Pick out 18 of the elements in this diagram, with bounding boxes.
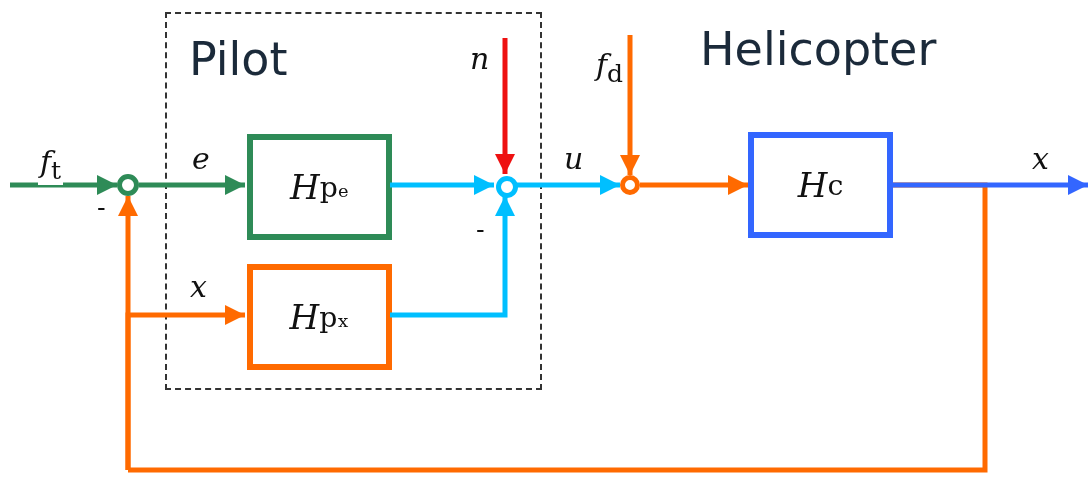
- arrow: [390, 175, 494, 195]
- arrow: [390, 196, 515, 318]
- summing-junction: [620, 175, 640, 195]
- arrow: [125, 305, 245, 470]
- arrow: [893, 175, 1088, 195]
- arrow: [620, 35, 640, 175]
- minus-sign: -: [97, 196, 106, 220]
- arrow: [516, 175, 620, 195]
- arrow: [495, 38, 515, 174]
- group-title: Pilot: [189, 32, 288, 86]
- arrow: [10, 175, 117, 195]
- arrow: [139, 175, 245, 195]
- dashed-group-box: [165, 12, 542, 390]
- summing-junction: [496, 176, 518, 198]
- minus-sign: -: [476, 218, 485, 242]
- arrow: [640, 175, 748, 195]
- summing-junction: [117, 174, 139, 196]
- plant-label: Helicopter: [700, 22, 937, 76]
